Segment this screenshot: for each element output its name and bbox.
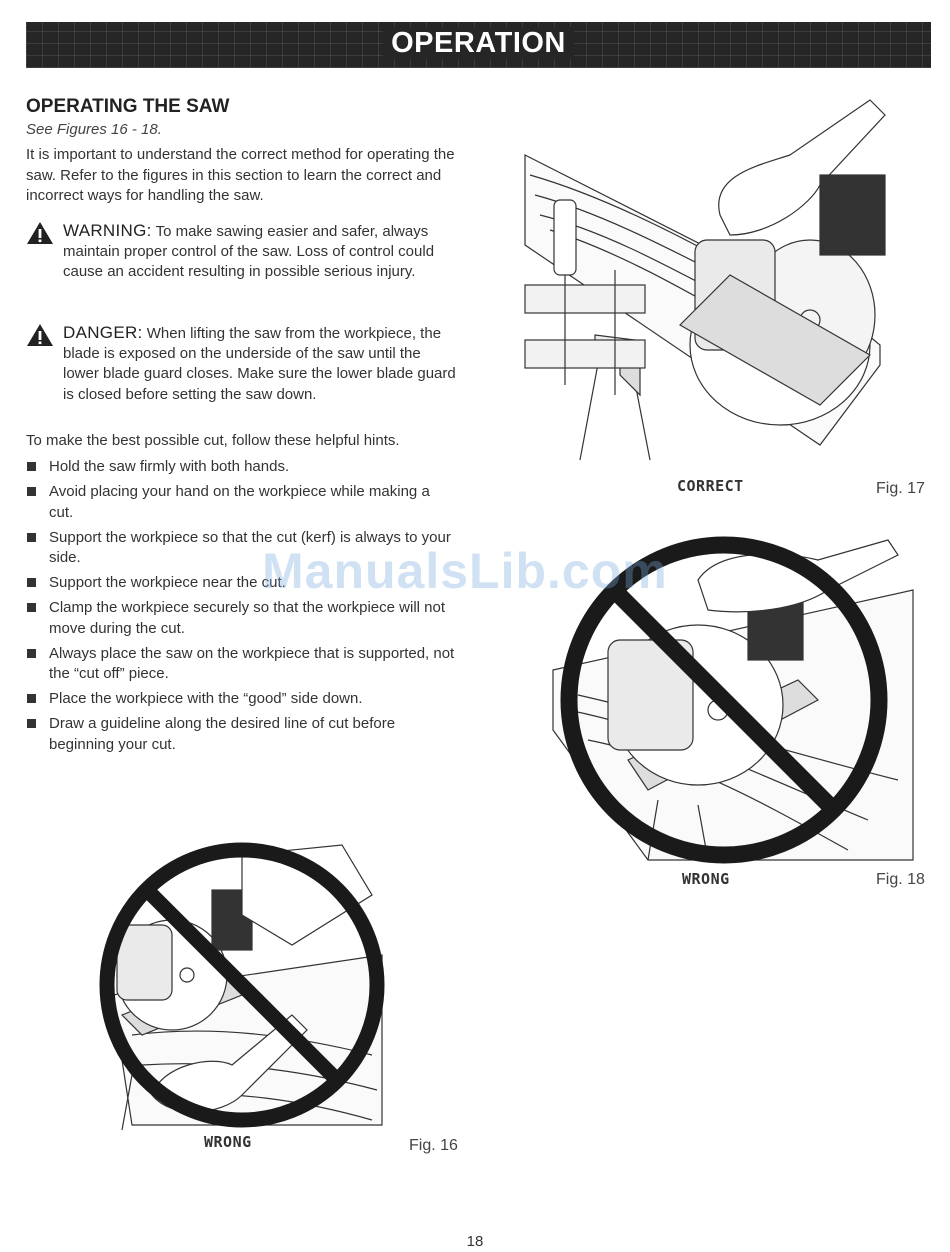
danger-triangle-icon [27, 324, 53, 346]
list-item: Avoid placing your hand on the workpiece… [26, 482, 456, 523]
danger-body: DANGER: When lifting the saw from the wo… [63, 323, 456, 405]
figure-17-illustration [520, 95, 890, 470]
banner-title: OPERATION [26, 27, 931, 60]
list-item-text: Support the workpiece so that the cut (k… [49, 528, 451, 567]
list-item-text: Support the workpiece near the cut. [49, 574, 286, 591]
square-bullet-icon [27, 462, 36, 471]
list-item: Place the workpiece with the “good” side… [26, 689, 456, 710]
list-item: Draw a guideline along the desired line … [26, 714, 456, 755]
square-bullet-icon [27, 694, 36, 703]
warning-body: WARNING: To make sawing easier and safer… [63, 221, 456, 283]
list-item-text: Avoid placing your hand on the workpiece… [49, 483, 430, 521]
hints-list: Hold the saw firmly with both hands. Avo… [26, 457, 456, 760]
hints-intro: To make the best possible cut, follow th… [26, 432, 400, 449]
danger-block: DANGER: When lifting the saw from the wo… [26, 323, 456, 405]
figure-16-illustration [92, 835, 392, 1135]
square-bullet-icon [27, 719, 36, 728]
figure-17-number: Fig. 17 [876, 480, 925, 497]
figure-18-illustration [548, 520, 918, 865]
list-item-text: Clamp the workpiece securely so that the… [49, 599, 446, 637]
warning-triangle-icon [27, 222, 53, 244]
list-item: Always place the saw on the workpiece th… [26, 644, 456, 685]
figure-16-caption: WRONG [204, 1133, 252, 1151]
saw-wrong-illustration-16 [99, 842, 385, 1131]
list-item: Clamp the workpiece securely so that the… [26, 598, 456, 639]
square-bullet-icon [27, 578, 36, 587]
danger-text: When lifting the saw from the workpiece,… [63, 325, 456, 403]
intro-paragraph: It is important to understand the correc… [26, 146, 455, 204]
square-bullet-icon [27, 648, 36, 658]
section-heading: OPERATING THE SAW [26, 96, 230, 117]
list-item-text: Place the workpiece with the “good” side… [49, 690, 363, 707]
watermark: ManualsLib.com [262, 543, 668, 599]
danger-label: DANGER: [63, 323, 143, 342]
square-bullet-icon [27, 603, 36, 612]
list-item-text: Always place the saw on the workpiece th… [49, 644, 455, 683]
list-item-text: Draw a guideline along the desired line … [49, 715, 396, 753]
warning-text: To make sawing easier and safer, always … [63, 223, 435, 281]
list-item: Support the workpiece so that the cut (k… [26, 528, 456, 569]
saw-correct-illustration [524, 99, 886, 461]
warning-label: WARNING: [63, 221, 152, 240]
section-subheading: See Figures 16 - 18. [26, 121, 162, 138]
square-bullet-icon [27, 487, 36, 496]
warning-block: WARNING: To make sawing easier and safer… [26, 221, 456, 283]
saw-wrong-illustration-18 [552, 536, 914, 864]
list-item: Hold the saw firmly with both hands. [26, 457, 456, 478]
square-bullet-icon [27, 532, 36, 542]
page-number: 18 [466, 1233, 484, 1250]
figure-16-number: Fig. 16 [409, 1137, 458, 1154]
list-item-text: Hold the saw firmly with both hands. [49, 458, 290, 475]
list-item: Support the workpiece near the cut. [26, 573, 456, 594]
banner-title-text: OPERATION [383, 27, 574, 59]
figure-18-caption: WRONG [682, 870, 730, 888]
figure-18-number: Fig. 18 [876, 871, 925, 888]
figure-17-caption: CORRECT [677, 477, 744, 495]
section-banner: OPERATION [26, 22, 931, 68]
